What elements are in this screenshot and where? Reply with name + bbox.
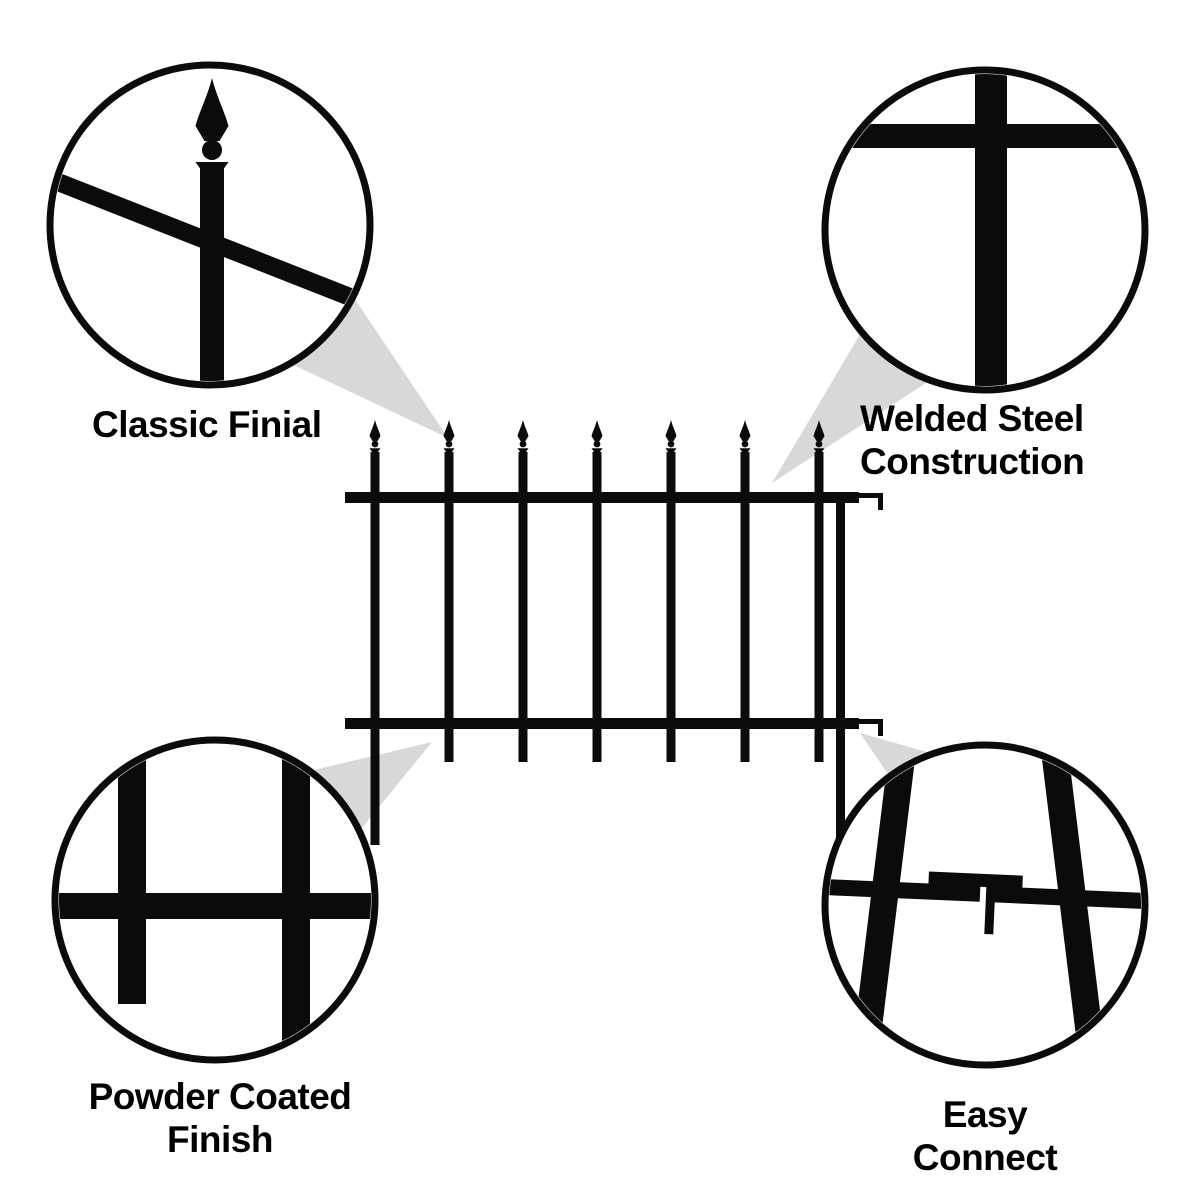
easy-connect-label-line1: Easy <box>942 1094 1028 1135</box>
fence-top-connect-hook <box>859 493 883 510</box>
powder-coated-label: Powder Coated Finish <box>55 1076 385 1162</box>
connector-closeup-icon <box>829 749 1141 1061</box>
callout-circle-bottom-right <box>821 741 1149 1069</box>
fence-bottom-rail <box>345 718 859 729</box>
callout-circle-bottom-left <box>51 736 379 1064</box>
welded-steel-label-line1: Welded Steel <box>860 398 1084 439</box>
fence-pickets <box>370 452 824 845</box>
powder-coated-label-line1: Powder Coated <box>88 1076 352 1117</box>
fence-illustration <box>345 420 883 845</box>
fence-top-rail <box>345 492 859 503</box>
easy-connect-label-line2: Connect <box>912 1136 1058 1178</box>
welded-steel-label: Welded Steel Construction <box>860 398 1085 484</box>
easy-connect-label: Easy Connect <box>845 1094 1125 1180</box>
powder-coated-label-line2: Finish <box>167 1118 273 1160</box>
classic-finial-label: Classic Finial <box>92 404 322 445</box>
callout-circle-top-left <box>46 61 374 389</box>
finial-closeup-icon <box>54 78 366 381</box>
callout-circle-top-right <box>821 66 1149 394</box>
welded-joint-closeup-icon <box>829 74 1141 386</box>
fence-bottom-connect-hook <box>859 719 883 736</box>
welded-steel-label-line2: Construction <box>860 440 1085 482</box>
coated-bars-closeup-icon <box>59 744 371 1044</box>
wedge-bottom-left <box>280 742 432 845</box>
fence-right-post <box>836 492 845 845</box>
